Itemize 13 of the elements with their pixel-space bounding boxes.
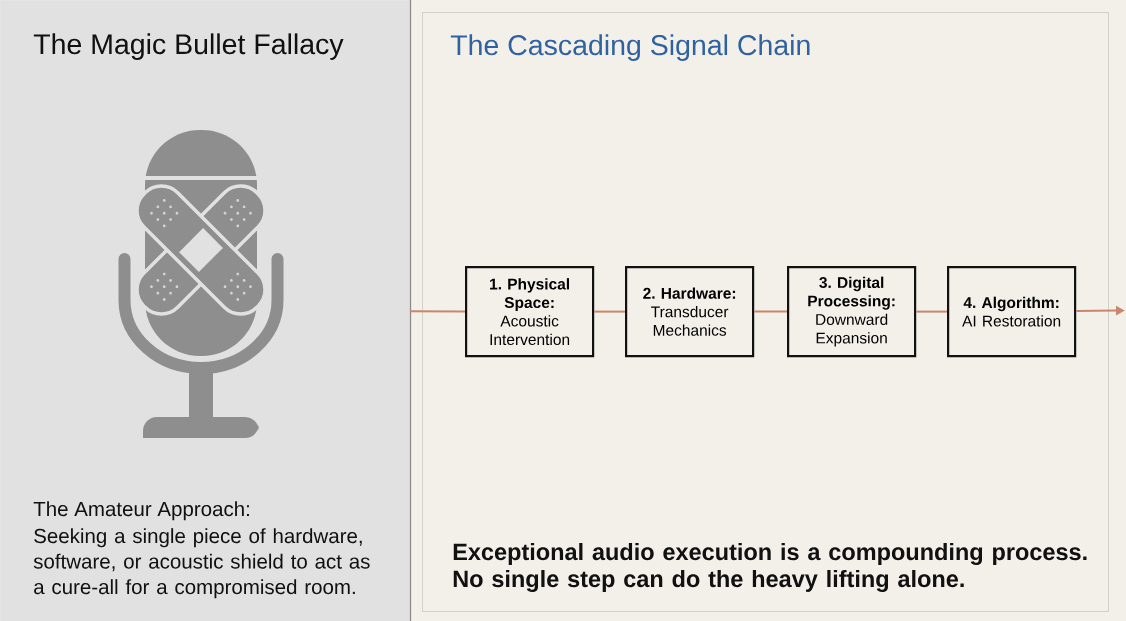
- summary-text: Exceptional audio execution is a compounding process. No single step can do the heavy lifting alone.: [453, 543, 1087, 592]
- subheading: The Amateur Approach:: [33, 501, 249, 521]
- process-box: 1. Physical Space: Acoustic Intervention: [465, 266, 595, 358]
- process-box: 4. Algorithm: AI Restoration: [947, 266, 1077, 358]
- connector-line: [409, 310, 466, 313]
- connector-line: [753, 310, 788, 313]
- body-text: Seeking a single piece of hardware, software, or acoustic shield to act as a cure-all for a compromised room.: [33, 528, 370, 599]
- connector-line: [915, 310, 948, 313]
- connector-line: [593, 310, 626, 313]
- heading: The Magic Bullet Fallacy: [33, 33, 344, 60]
- process-box: 2. Hardware: Transducer Mechanics: [625, 266, 755, 358]
- heading: The Cascading Signal Chain: [450, 34, 810, 61]
- process-box: 3. Digital Processing: Downward Expansion: [787, 266, 917, 358]
